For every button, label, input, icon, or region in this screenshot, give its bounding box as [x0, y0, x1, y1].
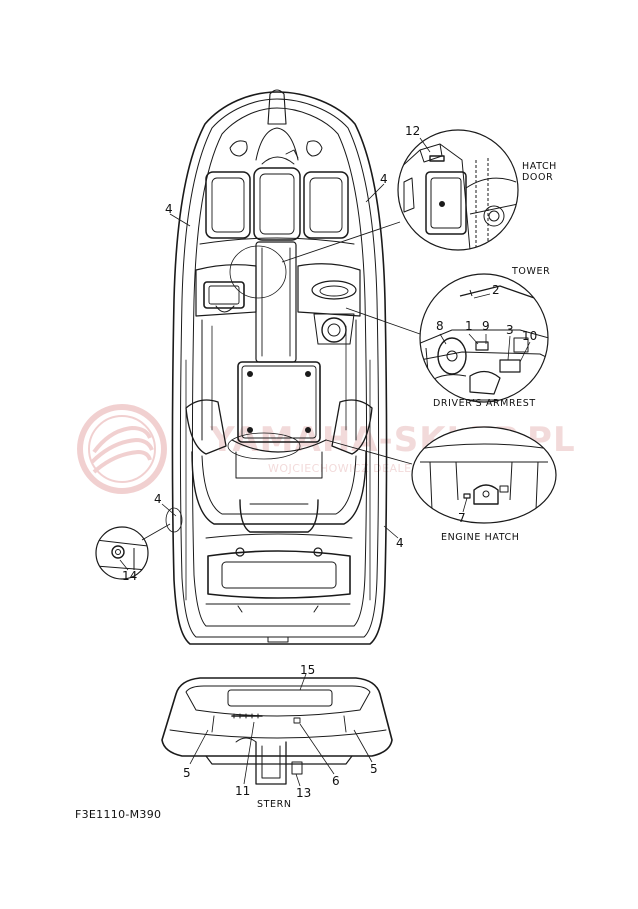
callout-15: 15 — [300, 663, 315, 677]
callout-5-right: 5 — [370, 762, 378, 776]
hull-outline — [171, 91, 388, 645]
callout-13: 13 — [296, 786, 311, 800]
callout-2: 2 — [492, 283, 500, 297]
hatch-door-label-line2: DOOR — [522, 172, 553, 183]
callout-12: 12 — [405, 124, 420, 138]
boat-top-view — [171, 89, 388, 645]
detail-hatch-door: HATCH DOOR — [229, 129, 557, 299]
hatch-door-label-line1: HATCH — [522, 161, 557, 172]
callout-10: 10 — [522, 329, 537, 343]
tower-label: TOWER — [511, 266, 550, 277]
callout-7: 7 — [458, 511, 466, 525]
callout-4-bow-right: 4 — [380, 172, 388, 186]
stern-view — [161, 677, 393, 785]
leader-lines — [119, 137, 531, 787]
callout-9: 9 — [482, 319, 490, 333]
detail-drivers-armrest: DRIVER'S ARMREST TOWER — [345, 266, 550, 409]
callout-4-bow-left: 4 — [165, 202, 173, 216]
diagram-code: F3E1110-M390 — [75, 808, 161, 821]
callout-1: 1 — [465, 319, 473, 333]
detail-part-14 — [95, 507, 183, 580]
engine-hatch-label: ENGINE HATCH — [441, 532, 520, 543]
callout-4-aft-left: 4 — [154, 492, 162, 506]
callout-14: 14 — [122, 569, 137, 583]
callout-4-aft-right: 4 — [396, 536, 404, 550]
callout-8: 8 — [436, 319, 444, 333]
callout-3: 3 — [506, 323, 514, 337]
callout-11: 11 — [235, 784, 250, 798]
watermark-logo-icon — [77, 404, 167, 494]
drivers-armrest-label: DRIVER'S ARMREST — [433, 398, 536, 409]
callout-numbers: 12 4 4 4 4 2 8 1 9 3 10 7 14 15 5 11 6 5… — [122, 124, 537, 800]
callout-5-left: 5 — [183, 766, 191, 780]
stern-label: STERN — [257, 799, 292, 810]
callout-6: 6 — [332, 774, 340, 788]
